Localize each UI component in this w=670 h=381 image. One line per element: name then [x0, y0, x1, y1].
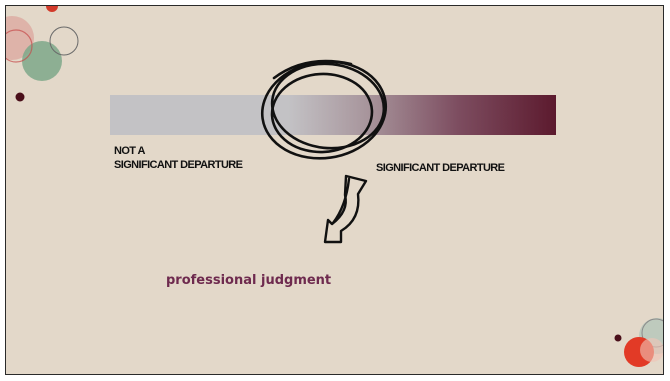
left-label-line1: NOT A [114, 145, 145, 157]
curved-arrow-icon [323, 174, 368, 244]
circle-cluster-decoration-icon [6, 6, 79, 81]
circle-cluster-decoration-icon [614, 318, 663, 367]
left-label-line2: SIGNIFICANT DEPARTURE [114, 159, 243, 171]
scribble-circle-icon [260, 59, 388, 160]
professional-judgment-text: professional judgment [166, 273, 332, 288]
bullet-dot-icon [15, 92, 25, 102]
not-significant-departure-label: NOT A SIGNIFICANT DEPARTURE [114, 144, 243, 172]
significant-departure-label: SIGNIFICANT DEPARTURE [376, 162, 505, 174]
slide: NOT A SIGNIFICANT DEPARTURE SIGNIFICANT … [5, 5, 664, 375]
slide-graphics [6, 6, 663, 367]
departure-spectrum-bar [110, 95, 556, 135]
